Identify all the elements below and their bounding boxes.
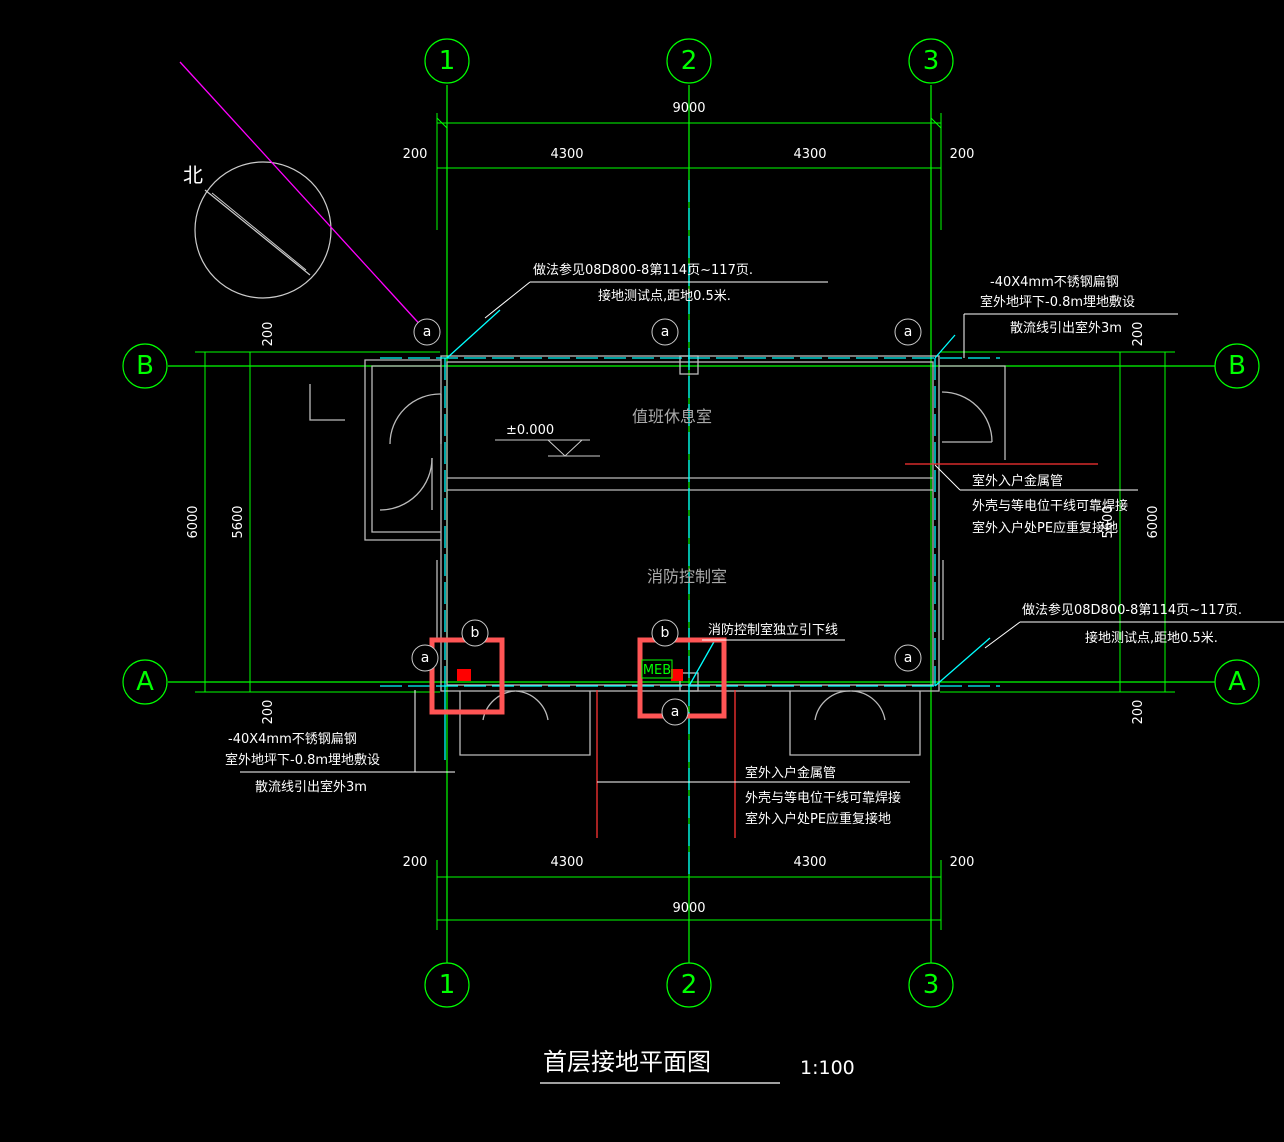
bottom-dimension-lines bbox=[436, 860, 942, 930]
note-bottom-pipe-3: 室外入户处PE应重复接地 bbox=[745, 811, 891, 827]
svg-text:1: 1 bbox=[439, 46, 456, 76]
drawing-scale: 1:100 bbox=[800, 1057, 855, 1079]
marker-b-1: b bbox=[471, 625, 480, 641]
compass-needle-2 bbox=[211, 192, 307, 271]
marker-circles bbox=[411, 318, 922, 726]
svg-text:1: 1 bbox=[439, 970, 456, 1000]
elevation-symbol bbox=[495, 439, 600, 457]
room-fire-control: 消防控制室 bbox=[647, 567, 727, 586]
dim-top-total: 9000 bbox=[672, 101, 705, 116]
dim-right-total: 6000 bbox=[1146, 505, 1161, 538]
axis-bubble-A-left: A bbox=[122, 659, 168, 705]
building-walls bbox=[309, 355, 1006, 756]
ground-terminal-left bbox=[457, 669, 471, 681]
note-right-pipe-1: 室外入户金属管 bbox=[972, 473, 1063, 489]
svg-text:A: A bbox=[1228, 667, 1246, 697]
meb-label: MEB bbox=[643, 663, 671, 678]
dim-left-inner: 5600 bbox=[231, 505, 246, 538]
axis-bubble-1-top: 1 bbox=[424, 38, 470, 84]
marker-b-2: b bbox=[661, 625, 670, 641]
axis-bubble-B-left: B bbox=[122, 343, 168, 389]
svg-text:3: 3 bbox=[923, 46, 940, 76]
marker-a-1: a bbox=[423, 324, 432, 340]
dim-top-right-edge: 200 bbox=[950, 147, 975, 162]
dim-left-top-edge: 200 bbox=[261, 322, 276, 347]
dim-top-span-1: 4300 bbox=[550, 147, 583, 162]
note-right-ref-1: 做法参见08D800-8第114页~117页. bbox=[1022, 602, 1242, 618]
grounding-leads bbox=[444, 309, 991, 760]
dim-right-inner: 5600 bbox=[1101, 505, 1116, 538]
marker-a-4: a bbox=[421, 650, 430, 666]
note-top-ref-1: 做法参见08D800-8第114页~117页. bbox=[533, 262, 753, 278]
drawing-title: 首层接地平面图 bbox=[543, 1048, 711, 1076]
dim-right-top-edge: 200 bbox=[1131, 322, 1146, 347]
note-right-ref-2: 接地测试点,距地0.5米. bbox=[1085, 630, 1218, 646]
axis-bubble-2-top: 2 bbox=[666, 38, 712, 84]
svg-text:A: A bbox=[136, 667, 154, 697]
magenta-reference-line bbox=[179, 61, 426, 331]
note-right-pipe-3: 室外入户处PE应重复接地 bbox=[972, 520, 1118, 536]
note-bottom-left-1: -40X4mm不锈钢扁钢 bbox=[228, 732, 357, 747]
ground-terminal-meb bbox=[671, 669, 683, 681]
right-dimension-lines bbox=[940, 351, 1175, 693]
red-pipe-lines bbox=[596, 463, 1098, 838]
svg-text:3: 3 bbox=[923, 970, 940, 1000]
marker-a-5: a bbox=[904, 650, 913, 666]
note-top-right-3: 散流线引出室外3m bbox=[1010, 320, 1122, 336]
grounding-ring bbox=[380, 180, 1000, 880]
note-leaders bbox=[240, 281, 1284, 783]
note-bottom-pipe-2: 外壳与等电位干线可靠焊接 bbox=[745, 790, 901, 806]
svg-text:B: B bbox=[1228, 351, 1246, 381]
compass-needle bbox=[204, 189, 311, 276]
dim-left-bottom-edge: 200 bbox=[261, 700, 276, 725]
svg-text:2: 2 bbox=[681, 970, 698, 1000]
note-bottom-left-2: 室外地坪下-0.8m埋地敷设 bbox=[225, 752, 380, 768]
svg-text:B: B bbox=[136, 351, 154, 381]
elevation-label: ±0.000 bbox=[506, 423, 554, 438]
axis-bubble-2-bottom: 2 bbox=[666, 962, 712, 1008]
dim-right-bottom-edge: 200 bbox=[1131, 700, 1146, 725]
dim-bottom-span-1: 4300 bbox=[550, 855, 583, 870]
axis-bubble-3-bottom: 3 bbox=[908, 962, 954, 1008]
north-label: 北 bbox=[183, 163, 203, 187]
axis-bubble-3-top: 3 bbox=[908, 38, 954, 84]
note-bottom-left-3: 散流线引出室外3m bbox=[255, 779, 367, 795]
north-compass: 北 bbox=[183, 161, 332, 299]
marker-a-2: a bbox=[661, 324, 670, 340]
top-dimension-lines bbox=[436, 113, 942, 230]
note-right-pipe-2: 外壳与等电位干线可靠焊接 bbox=[972, 498, 1128, 514]
marker-a-6: a bbox=[671, 704, 680, 720]
axis-bubble-B-right: B bbox=[1214, 343, 1260, 389]
svg-text:2: 2 bbox=[681, 46, 698, 76]
axis-bubble-A-right: A bbox=[1214, 659, 1260, 705]
note-top-ref-2: 接地测试点,距地0.5米. bbox=[598, 288, 731, 304]
dim-bottom-left-edge: 200 bbox=[403, 855, 428, 870]
meb-box bbox=[641, 659, 673, 679]
note-top-right-2: 室外地坪下-0.8m埋地敷设 bbox=[980, 294, 1135, 310]
axis-bubble-1-bottom: 1 bbox=[424, 962, 470, 1008]
dim-top-span-2: 4300 bbox=[793, 147, 826, 162]
dim-left-total: 6000 bbox=[186, 505, 201, 538]
marker-a-3: a bbox=[904, 324, 913, 340]
note-bottom-pipe-1: 室外入户金属管 bbox=[745, 765, 836, 781]
room-duty: 值班休息室 bbox=[632, 407, 712, 426]
dim-bottom-total: 9000 bbox=[672, 901, 705, 916]
dim-top-left-edge: 200 bbox=[403, 147, 428, 162]
note-top-right-1: -40X4mm不锈钢扁钢 bbox=[990, 275, 1119, 290]
compass-circle bbox=[194, 161, 332, 299]
dim-bottom-right-edge: 200 bbox=[950, 855, 975, 870]
dim-bottom-span-2: 4300 bbox=[793, 855, 826, 870]
note-fire-down-lead: 消防控制室独立引下线 bbox=[708, 622, 838, 638]
left-dimension-lines bbox=[195, 351, 440, 693]
